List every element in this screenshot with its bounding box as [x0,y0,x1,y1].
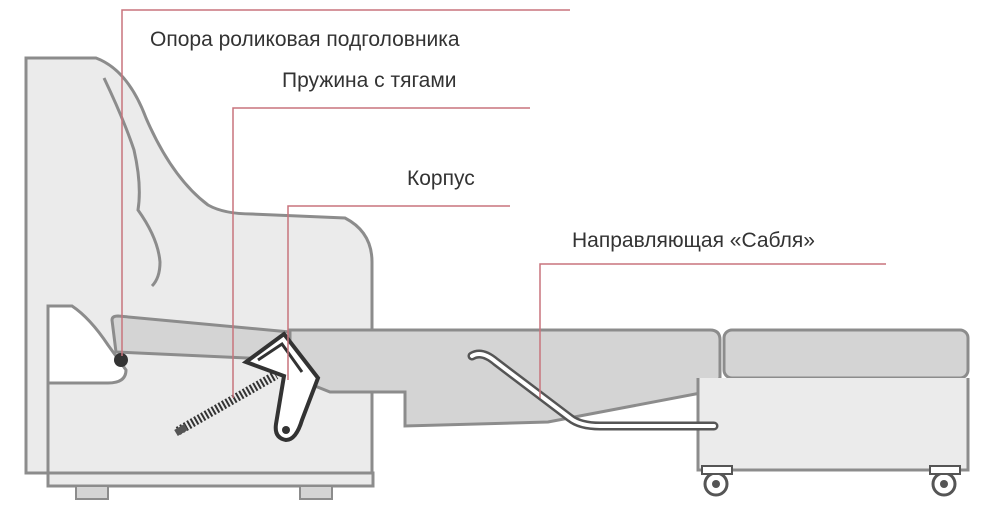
sofa-body [24,56,374,475]
left-foot [75,485,109,500]
leader-body [287,205,510,380]
hinge-bracket [241,331,321,443]
leader-saber-guide [539,263,886,398]
headrest-roller [114,353,128,367]
right-frame [696,378,970,472]
right-wheel-hub [940,480,948,488]
spring [175,371,279,435]
right-foot [299,485,333,500]
hinge-pivot [282,426,290,434]
right-cushion [722,328,970,380]
spring-rod [174,423,188,437]
saber-guide-rod-inner [470,352,716,428]
label-spring-with-rods: Пружина с тягами [282,69,457,92]
back-inner-curve [102,77,162,288]
label-saber-guide: Направляющая «Сабля» [572,229,815,252]
right-wheel-bracket [929,465,961,475]
extended-seat [288,328,722,428]
label-headrest-roller-support: Опора роликовая подголовника [150,28,460,51]
floor-base [46,471,375,488]
left-wheel-hub [712,480,720,488]
leader-spring-with-rods [232,107,530,398]
hinge-bracket-inner [257,341,304,373]
label-body: Корпус [407,167,475,190]
leader-lines [121,9,886,398]
leader-headrest-roller-support [121,9,570,356]
left-wheel-bracket [701,465,733,475]
